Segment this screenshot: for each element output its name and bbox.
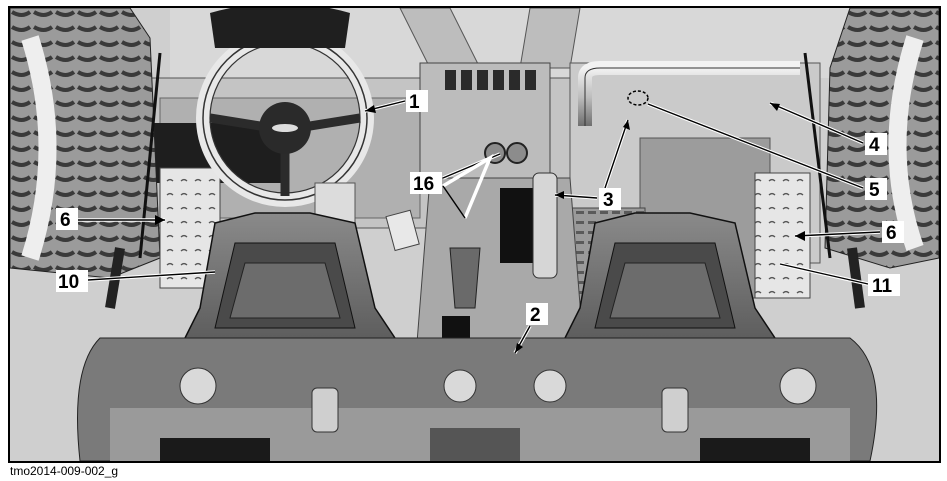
svg-text:11: 11 bbox=[872, 276, 893, 297]
callout-10: 10 bbox=[56, 270, 88, 293]
svg-text:5: 5 bbox=[869, 180, 880, 201]
vehicle-interior-illustration: 1 2 3 4 5 6 6 10 11 16 bbox=[8, 6, 941, 463]
callout-11: 11 bbox=[868, 274, 900, 297]
callout-leaders bbox=[78, 99, 881, 354]
svg-text:10: 10 bbox=[58, 272, 79, 293]
callout-6-right: 6 bbox=[882, 221, 904, 244]
figure-caption-id: tmo2014-009-002_g bbox=[10, 464, 119, 478]
svg-text:2: 2 bbox=[530, 305, 541, 326]
callout-6-left: 6 bbox=[56, 208, 78, 231]
callout-1: 1 bbox=[406, 90, 428, 113]
svg-text:4: 4 bbox=[869, 135, 880, 156]
svg-text:3: 3 bbox=[603, 190, 614, 211]
svg-text:6: 6 bbox=[60, 210, 71, 231]
callout-5: 5 bbox=[865, 178, 887, 201]
svg-text:6: 6 bbox=[886, 223, 897, 244]
svg-text:1: 1 bbox=[409, 92, 420, 113]
svg-text:16: 16 bbox=[413, 174, 434, 195]
callout-3: 3 bbox=[599, 188, 621, 211]
callout-2: 2 bbox=[526, 303, 548, 326]
callout-4: 4 bbox=[865, 133, 887, 156]
callout-16: 16 bbox=[410, 172, 442, 195]
